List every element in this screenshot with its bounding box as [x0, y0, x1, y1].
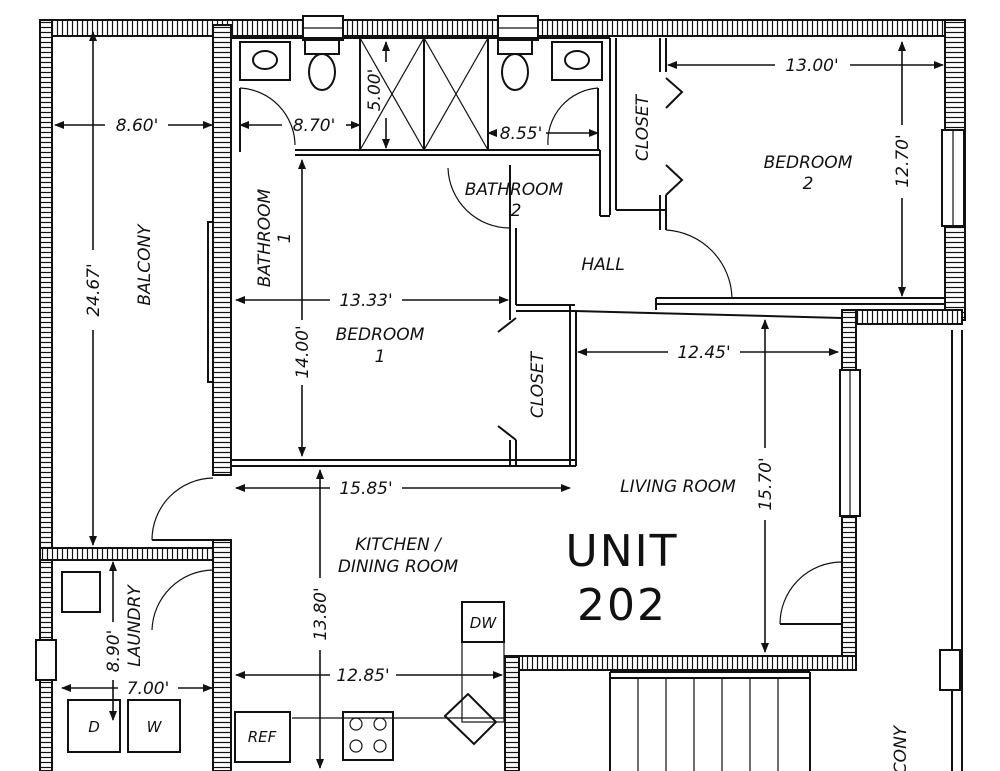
kitchen-sink: [443, 692, 498, 746]
bathroom-block: [232, 37, 610, 229]
windows: [35, 15, 965, 691]
room-label-bedroom-2-number: 2: [803, 174, 814, 194]
room-label-kitchen-line-1: KITCHEN /: [355, 535, 443, 555]
room-label-bathroom-2: BATHROOM: [465, 180, 564, 200]
label-dryer: D: [88, 718, 100, 736]
balcony-wall: [212, 24, 232, 771]
label-washer: W: [147, 718, 163, 736]
dim-laundry-width: 7.00': [127, 679, 170, 699]
room-label-bathroom-2-number: 2: [511, 201, 522, 221]
room-label-balcony-2: CONY: [891, 724, 911, 771]
dim-bedroom-2-width: 13.00': [785, 56, 838, 76]
dim-kitchen-length: 13.80': [311, 587, 331, 640]
dim-bedroom-2-length: 12.70': [893, 134, 913, 187]
unit-number: 202: [577, 580, 667, 631]
dim-bathroom-1-width: 8.70': [293, 116, 336, 136]
stove: [342, 711, 394, 761]
room-label-bedroom-1: BEDROOM: [336, 325, 425, 345]
kitchen-fixtures: [61, 571, 505, 763]
label-dishwasher: DW: [470, 614, 498, 632]
laundry-sink: [61, 571, 101, 613]
room-label-closet-bedroom-1: CLOSET: [528, 350, 548, 418]
unit-title: UNIT: [566, 526, 679, 577]
dim-balcony-length: 24.67': [84, 263, 104, 316]
dim-laundry-length: 8.90': [104, 630, 124, 673]
interior-walls: [151, 38, 945, 640]
dim-bedroom-1-width: 13.33': [339, 291, 392, 311]
room-label-bathroom-1: BATHROOM: [255, 188, 275, 287]
room-label-bedroom-2: BEDROOM: [764, 153, 853, 173]
dryer: [67, 699, 121, 753]
dim-bathroom-2-width: 8.55': [500, 124, 543, 144]
room-label-closet-bedroom-2: CLOSET: [633, 93, 653, 161]
dim-kitchen-width-top: 15.85': [339, 479, 392, 499]
washer: [127, 699, 181, 753]
dim-kitchen-width-bottom: 12.85': [336, 666, 389, 686]
room-label-bathroom-1-number: 1: [275, 233, 295, 244]
dim-living-room-length: 15.70': [756, 457, 776, 510]
stairs: [609, 671, 811, 771]
room-label-laundry: LAUNDRY: [125, 584, 145, 667]
dim-shower-length: 5.00': [365, 69, 385, 112]
room-label-kitchen-line-2: DINING ROOM: [338, 557, 459, 577]
room-label-living-room: LIVING ROOM: [620, 477, 736, 497]
label-refrigerator: REF: [248, 728, 277, 746]
dim-living-room-width: 12.45': [677, 343, 730, 363]
room-label-hall: HALL: [581, 255, 624, 275]
dimension-lines: [54, 31, 944, 769]
dim-balcony-width: 8.60': [116, 116, 159, 136]
room-label-bedroom-1-number: 1: [375, 347, 386, 367]
room-label-balcony: BALCONY: [135, 223, 155, 306]
refrigerator: [234, 711, 291, 763]
dim-bedroom-1-length: 14.00': [293, 325, 313, 378]
